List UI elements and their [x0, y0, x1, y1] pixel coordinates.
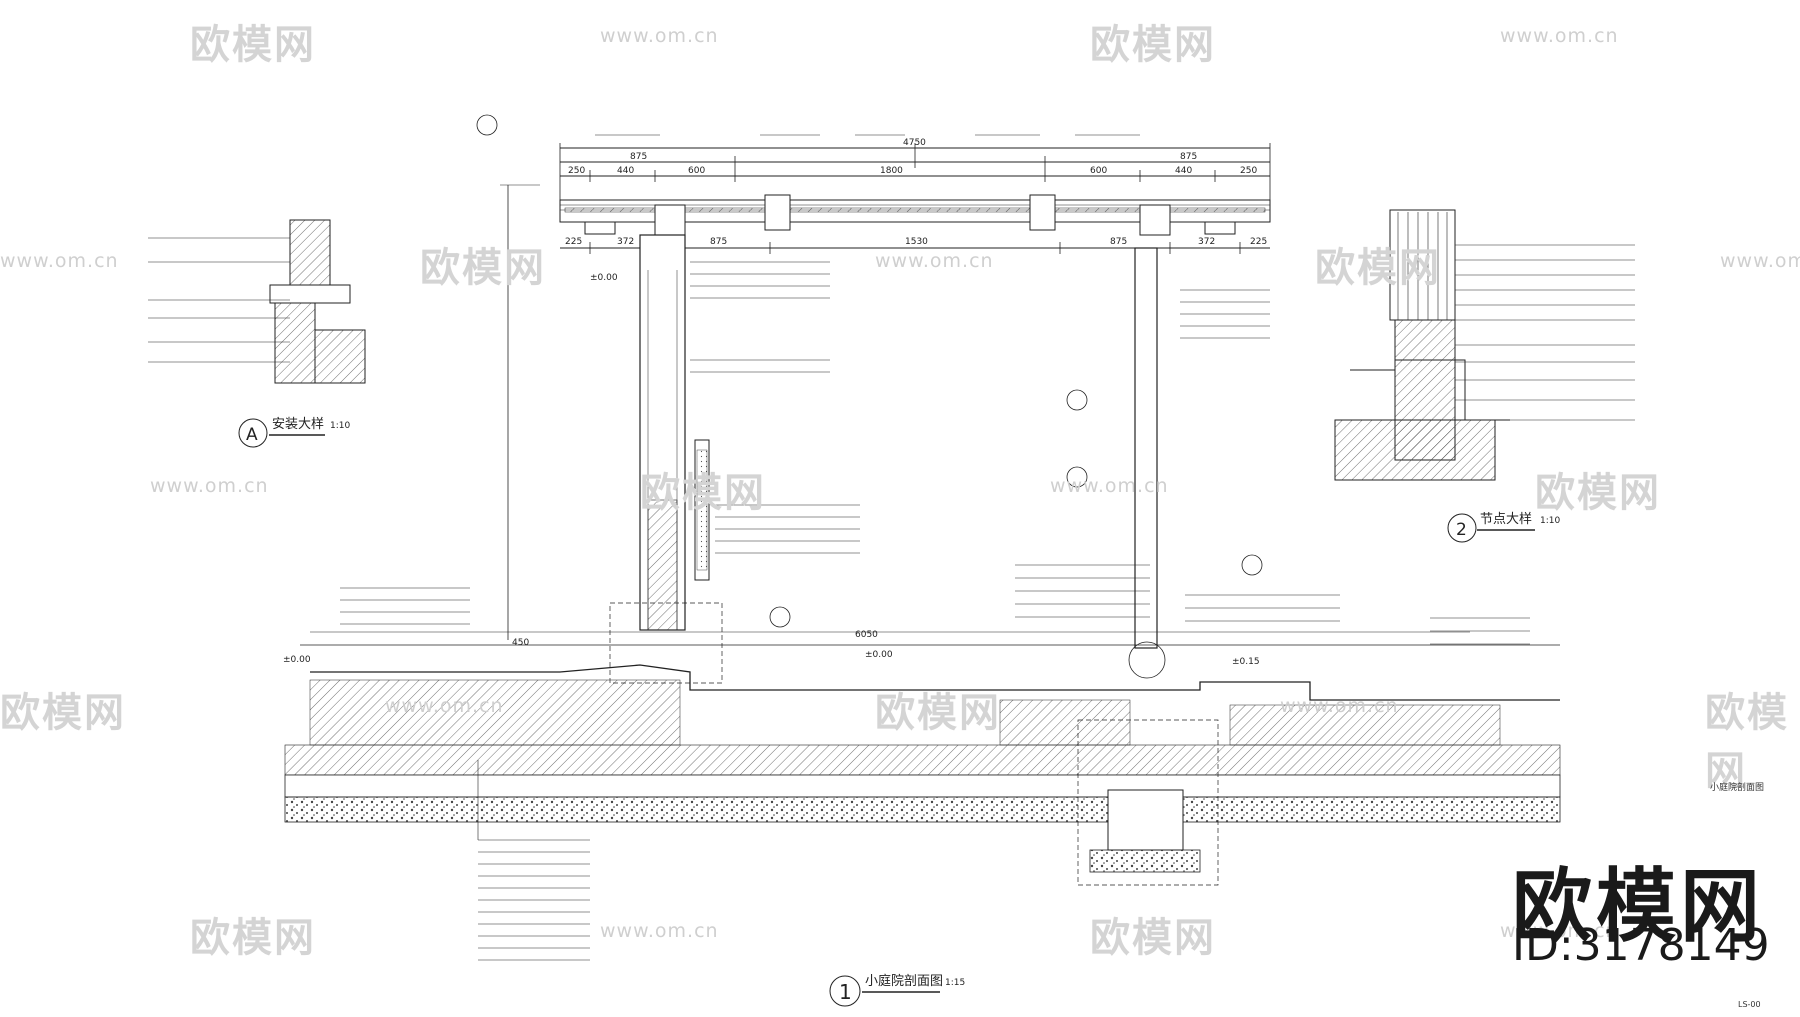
- dim-seg: 1800: [880, 166, 903, 176]
- detail-2-number: 2: [1456, 520, 1467, 540]
- main-view-scale: 1:15: [945, 978, 965, 988]
- main-section: [284, 114, 1561, 961]
- elevation-mark: ±0.00: [865, 650, 893, 660]
- dim-mid: 875: [710, 237, 727, 247]
- watermark-url: www.om.cn: [1500, 920, 1619, 942]
- detail-a: [148, 219, 366, 384]
- dim-seg: 440: [1175, 166, 1192, 176]
- dim-half: 875: [630, 152, 647, 162]
- dim-seg: 250: [568, 166, 585, 176]
- detail-2: [1334, 209, 1635, 481]
- elevation-mark: ±0.15: [1232, 657, 1260, 667]
- dimension-labels: 4750 875 875 250 440 600 1800 600 440 25…: [283, 138, 1267, 667]
- watermark-logo: 欧模网: [640, 470, 766, 516]
- dim-ground-left: 450: [512, 638, 529, 648]
- detail-a-title: 安装大样: [272, 417, 324, 432]
- elevation-mark: ±0.00: [283, 655, 311, 665]
- watermark-logo: 欧模网: [1090, 915, 1216, 961]
- watermark-logo: 欧模网: [190, 915, 316, 961]
- dim-ground-total: 6050: [855, 630, 878, 640]
- side-note: 小庭院剖面图: [1710, 783, 1765, 793]
- dim-seg: 600: [688, 166, 705, 176]
- dim-seg: 600: [1090, 166, 1107, 176]
- brand-id: ID:3178149: [1512, 920, 1770, 971]
- watermark-logo: 欧模网: [0, 690, 126, 736]
- watermark-url: www.om.cn: [1500, 25, 1619, 47]
- sheet-number: LS-00: [1738, 1000, 1761, 1009]
- watermark-logo: 欧模网: [1535, 470, 1661, 516]
- dim-mid: 225: [565, 237, 582, 247]
- watermark-url: www.om.cn: [875, 250, 994, 272]
- dim-half: 875: [1180, 152, 1197, 162]
- detail-a-scale: 1:10: [330, 421, 350, 431]
- watermark-url: www.om.cn: [0, 250, 119, 272]
- watermark-url: www.om.cn: [600, 920, 719, 942]
- dim-mid: 225: [1250, 237, 1267, 247]
- detail-2-title: 节点大样: [1480, 512, 1532, 527]
- dim-seg: 250: [1240, 166, 1257, 176]
- watermark-logo: 欧模网: [1705, 690, 1789, 794]
- watermark-logo: 欧模网: [875, 690, 1001, 736]
- watermark-url: www.om.cn: [600, 25, 719, 47]
- view-titles: 1 小庭院剖面图 1:15 A 安装大样 1:10 2 节点大样 1:10: [238, 417, 1560, 1007]
- watermark-logo: 欧模网: [1315, 245, 1441, 291]
- dim-mid: 372: [617, 237, 634, 247]
- dim-mid: 372: [1198, 237, 1215, 247]
- watermark-logo: 欧模网: [420, 245, 546, 291]
- dim-seg: 440: [617, 166, 634, 176]
- main-view-number: 1: [839, 980, 852, 1004]
- watermark-url: www.om.cn: [150, 475, 269, 497]
- watermark-url: www.om.cn: [1720, 250, 1800, 272]
- watermark-logo: 欧模网: [1090, 22, 1216, 68]
- dim-mid: 1530: [905, 237, 928, 247]
- watermark-url: www.om.cn: [1280, 695, 1399, 717]
- watermark-logo: 欧模网: [190, 22, 316, 68]
- dim-overall: 4750: [903, 138, 926, 148]
- dim-mid: 875: [1110, 237, 1127, 247]
- brand-logo: 欧模网: [1512, 860, 1764, 953]
- detail-2-scale: 1:10: [1540, 516, 1560, 526]
- main-view-title: 小庭院剖面图: [865, 973, 943, 989]
- watermark-url: www.om.cn: [385, 695, 504, 717]
- detail-a-number: A: [246, 425, 258, 445]
- watermark-url: www.om.cn: [1050, 475, 1169, 497]
- elevation-mark: ±0.00: [590, 273, 618, 283]
